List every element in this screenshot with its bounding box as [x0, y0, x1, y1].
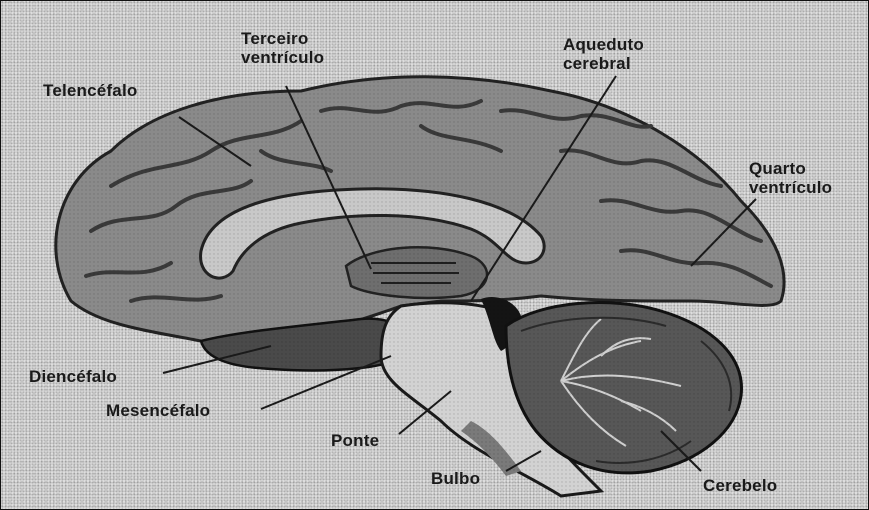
label-quarto-ventriculo-line1: Quarto — [749, 159, 832, 178]
label-quarto-ventriculo-line2: ventrículo — [749, 178, 832, 197]
label-aqueduto-cerebral-line2: cerebral — [563, 54, 644, 73]
label-terceiro-ventriculo: Terceiro ventrículo — [241, 29, 324, 67]
label-telencefalo: Telencéfalo — [43, 81, 137, 100]
label-aqueduto-cerebral: Aqueduto cerebral — [563, 35, 644, 73]
label-diencefalo: Diencéfalo — [29, 367, 117, 386]
label-ponte: Ponte — [331, 431, 379, 450]
label-aqueduto-cerebral-line1: Aqueduto — [563, 35, 644, 54]
label-cerebelo: Cerebelo — [703, 476, 777, 495]
label-bulbo: Bulbo — [431, 469, 480, 488]
label-mesencefalo: Mesencéfalo — [106, 401, 210, 420]
label-quarto-ventriculo: Quarto ventrículo — [749, 159, 832, 197]
label-terceiro-ventriculo-line1: Terceiro — [241, 29, 324, 48]
label-terceiro-ventriculo-line2: ventrículo — [241, 48, 324, 67]
